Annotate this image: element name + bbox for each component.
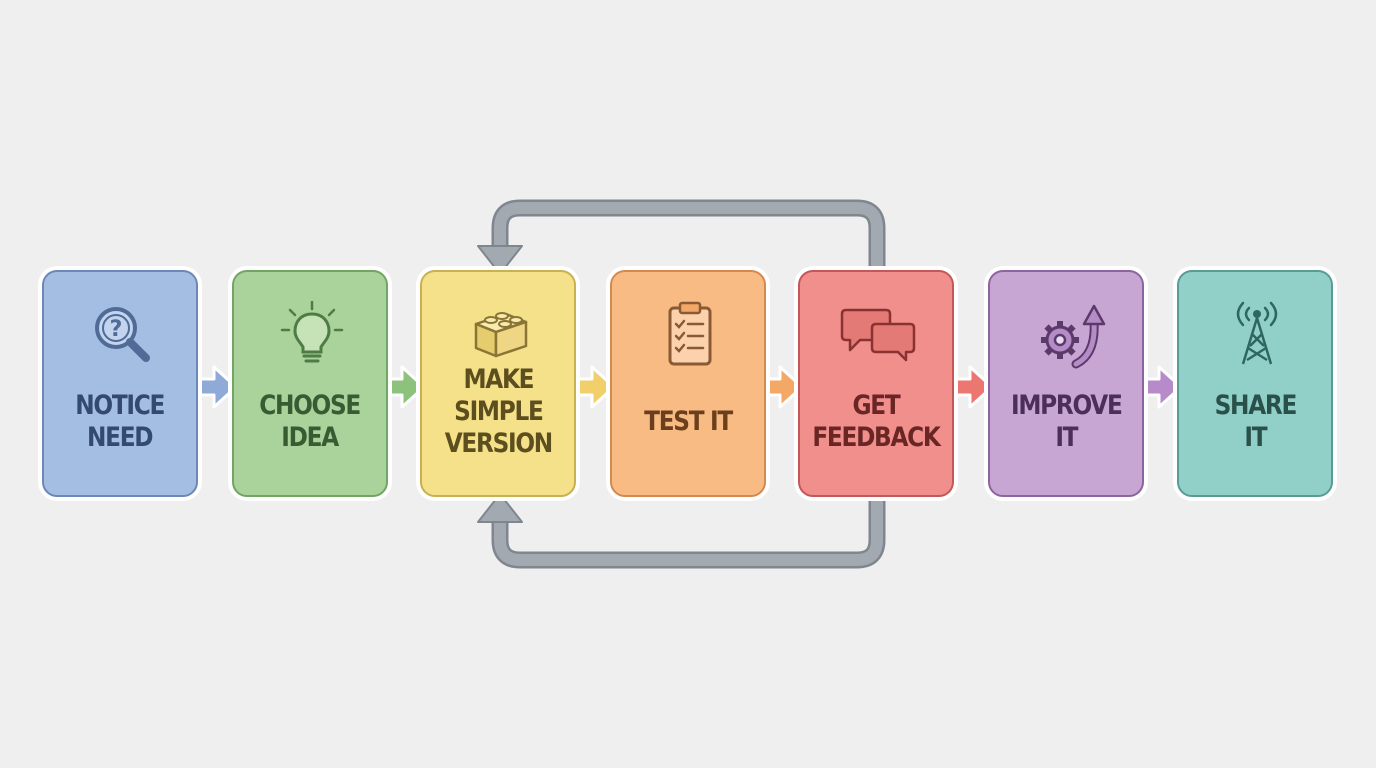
step-label: CHOOSE IDEA: [259, 390, 362, 453]
speech-bubbles-icon: [828, 300, 928, 370]
flow-arrow: [762, 365, 804, 409]
step-get-feedback: GET FEEDBACK: [798, 270, 954, 497]
building-block-icon: [450, 300, 550, 370]
step-label: SHARE IT: [1214, 390, 1297, 453]
step-improve-it: IMPROVE IT: [988, 270, 1144, 497]
flow-arrow: [1140, 365, 1183, 409]
svg-text:?: ?: [110, 317, 123, 342]
step-test-it: TEST IT: [610, 270, 766, 497]
clipboard-checklist-icon: [640, 300, 740, 370]
flow-arrow: [194, 365, 238, 409]
step-choose-idea: CHOOSE IDEA: [232, 270, 388, 497]
step-label: TEST IT: [644, 406, 733, 437]
magnifier-question-icon: ?: [72, 300, 172, 370]
step-label: NOTICE NEED: [75, 390, 166, 453]
flow-arrow: [384, 365, 426, 409]
flow-arrow: [572, 365, 616, 409]
loop-bottom-arrowhead: [477, 493, 523, 523]
loop-bottom-path-inner: [494, 491, 883, 566]
step-label: GET FEEDBACK: [812, 390, 941, 453]
loop-top-path-inner: [494, 202, 883, 276]
step-label: MAKE SIMPLE VERSION: [444, 364, 553, 459]
broadcast-tower-icon: [1207, 300, 1307, 370]
step-notice-need: ? NOTICE NEED: [42, 270, 198, 497]
gear-arrow-up-icon: [1018, 300, 1118, 370]
loop-top-arrowhead: [477, 245, 523, 275]
step-share-it: SHARE IT: [1177, 270, 1333, 497]
loop-bottom-path: [491, 488, 886, 569]
flow-arrow: [950, 365, 994, 409]
step-label: IMPROVE IT: [1010, 390, 1123, 453]
lightbulb-icon: [262, 300, 362, 370]
step-make-simple-version: MAKE SIMPLE VERSION: [420, 270, 576, 497]
loop-top-path: [491, 199, 886, 279]
